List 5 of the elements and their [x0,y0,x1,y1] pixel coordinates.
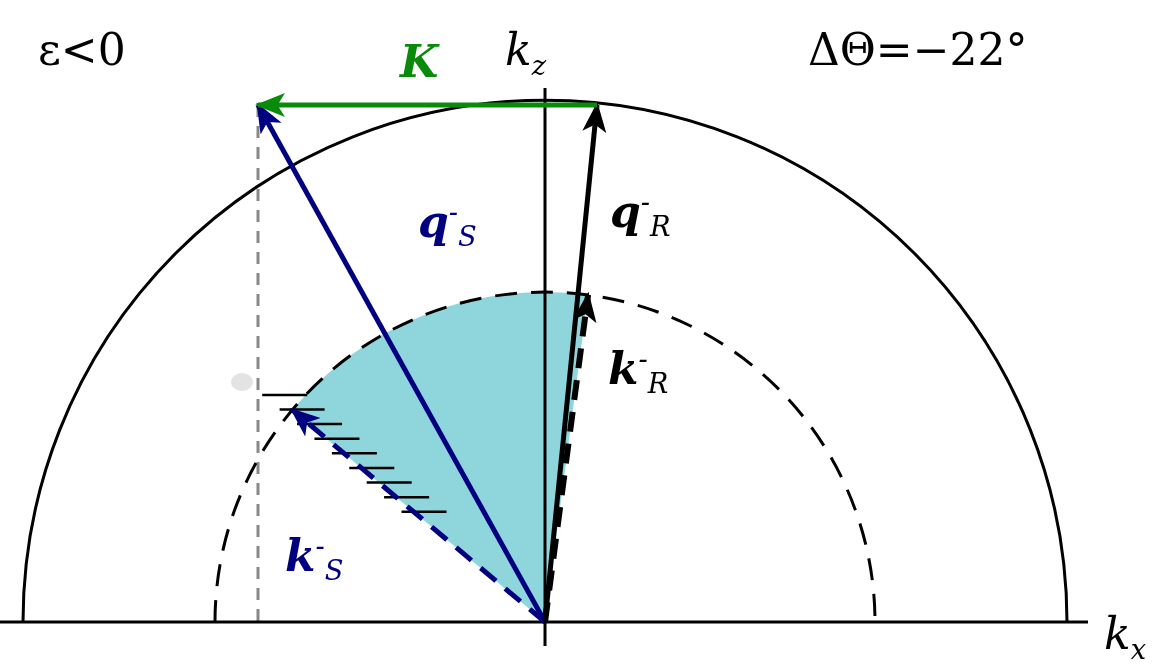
angle-value: ΔΘ=−22° [808,28,1028,72]
vector-label: K [400,40,439,84]
axis-label: k$_{x}$ [1104,612,1147,664]
axis-label: k$_{z}$ [505,28,547,80]
condition-text: ε<0 [38,28,126,72]
